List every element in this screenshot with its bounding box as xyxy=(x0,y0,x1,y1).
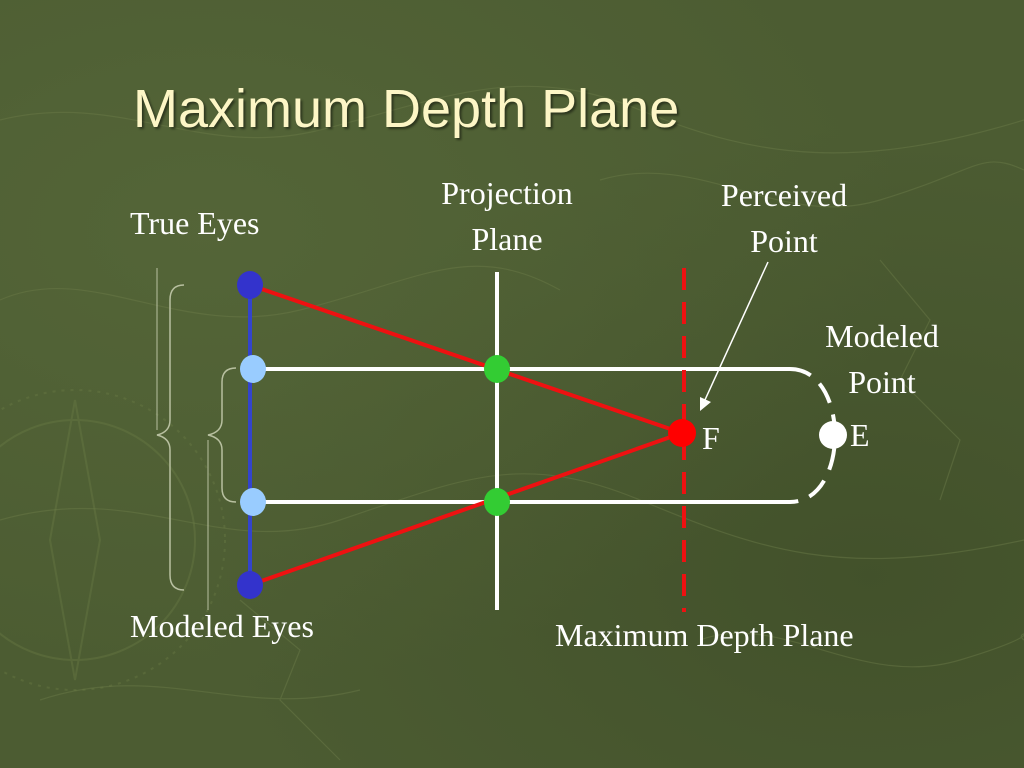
modeled-point-label: Modeled Point xyxy=(796,313,968,405)
upper-true-eye-dot xyxy=(237,271,263,299)
modeled-point-e-dot xyxy=(819,421,847,449)
perceived-point-label: Perceived Point xyxy=(684,172,884,264)
lower-modeled-eye-dot xyxy=(240,488,266,516)
slide-title: Maximum Depth Plane xyxy=(133,79,680,139)
upper-intersection-dot xyxy=(484,355,510,383)
projection-plane-label-line2: Plane xyxy=(471,221,543,257)
modeled-point-label-line1: Modeled xyxy=(825,318,939,354)
modeled-eyes-label: Modeled Eyes xyxy=(130,608,314,644)
modeled-eyes-brace xyxy=(207,367,237,503)
maximum-depth-plane-label: Maximum Depth Plane xyxy=(555,617,854,653)
perceived-point-label-line1: Perceived xyxy=(720,177,848,213)
perceived-point-f-dot xyxy=(668,419,696,447)
projection-plane-label-line1: Projection xyxy=(441,175,573,211)
lower-sight-line xyxy=(249,431,683,587)
projection-plane-label: Projection Plane xyxy=(404,170,610,262)
upper-sight-line xyxy=(249,283,683,435)
lower-intersection-dot xyxy=(484,488,510,516)
modeled-point-label-line2: Point xyxy=(848,364,916,400)
compass-watermark xyxy=(0,389,226,691)
point-f-label: F xyxy=(702,420,720,456)
lower-true-eye-dot xyxy=(237,571,263,599)
perceived-point-label-line2: Point xyxy=(750,223,818,259)
upper-modeled-eye-dot xyxy=(240,355,266,383)
true-eyes-brace xyxy=(156,284,185,591)
point-e-label: E xyxy=(850,417,870,453)
arrowhead-icon xyxy=(700,397,711,411)
true-eyes-label: True Eyes xyxy=(130,205,260,241)
perceived-point-arrow xyxy=(703,261,769,403)
